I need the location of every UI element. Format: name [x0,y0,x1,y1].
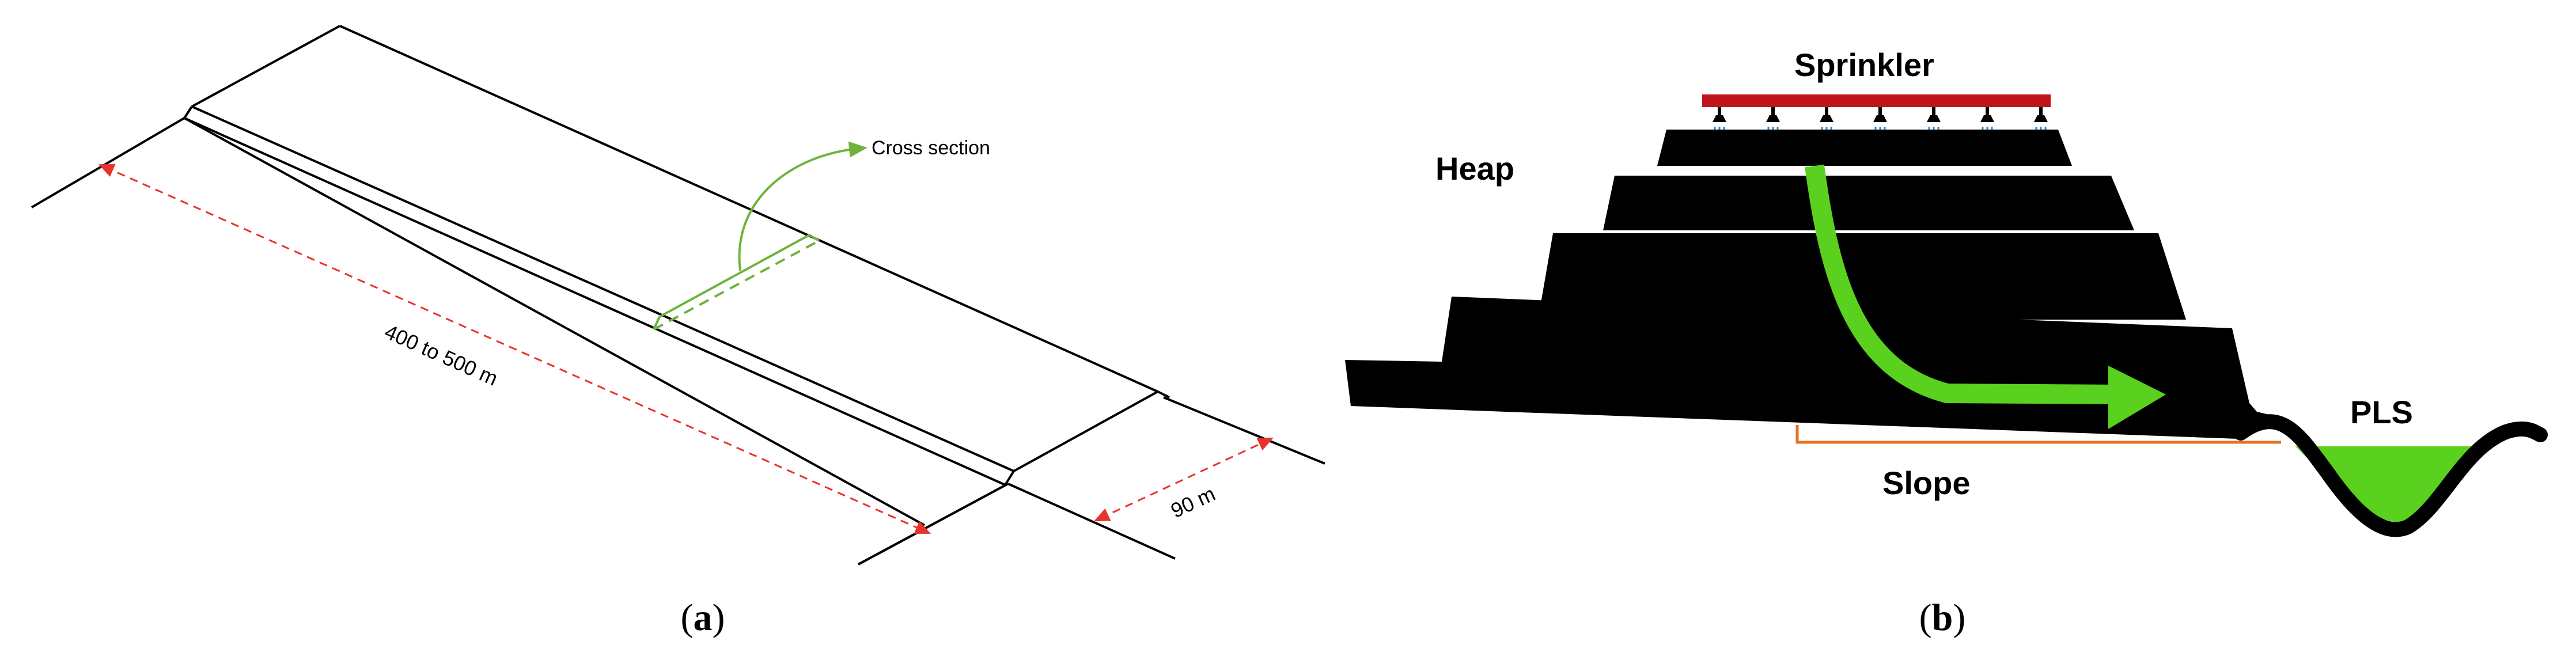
pad-front-slope-line [184,117,1006,486]
water-drip [1991,127,1993,131]
water-drip [1982,127,1984,131]
cross-section-label: Cross section [872,137,990,159]
heap-layer-top [1657,130,2072,166]
width-label: 90 m [1167,481,1219,522]
sprinkler-pipe [1702,94,2051,107]
water-drip [1772,127,1774,131]
pad-right-slope [1157,390,1170,399]
sprinkler-assembly [1702,94,2051,131]
slope-line [1795,425,2281,444]
sprinkler-nozzle [1820,107,1833,131]
pad-right-corner [1004,470,1015,486]
sprinkler-nozzle [1873,107,1887,131]
pls-pond-outline [2233,414,2548,537]
sprinkler-nozzle [1766,107,1780,131]
water-drip [1723,127,1725,131]
water-drip [1714,127,1716,131]
water-drip [1767,127,1770,131]
pad-top-front-edge [191,105,1014,472]
water-drip [1937,127,1939,131]
water-drip [2040,127,2042,131]
sprinkler-nozzles [1713,107,2048,131]
ground-line-right-end [1007,483,1176,560]
water-drip [1830,127,1832,131]
pad-left-slope [183,105,193,119]
sprinkler-nozzle [1713,107,1726,131]
water-drip [1933,127,1935,131]
flow-arrowhead [2108,366,2166,429]
water-drip [1879,127,1881,131]
water-drip [1874,127,1877,131]
pad-right-top-edge [1013,390,1158,472]
water-drip [2035,127,2037,131]
caption-a: (a) [680,597,725,639]
width-dimension-line [1094,437,1274,522]
sprinkler-nozzle [2034,107,2048,131]
slope-label: Slope [1882,465,1970,501]
water-drip [1718,127,1721,131]
caption-b: (b) [1919,597,1966,639]
sprinkler-nozzle [1980,107,1994,131]
cross-section-marker [653,141,867,331]
sprinkler-label: Sprinkler [1794,47,1934,83]
pad-left-top-edge [191,25,340,108]
pls-label: PLS [2350,394,2413,430]
heap-layer-2 [1603,176,2134,230]
ground-line-front [184,117,925,526]
length-dimension-line [99,164,931,534]
water-drip [1986,127,1988,131]
water-drip [1884,127,1886,131]
water-drip [1928,127,1930,131]
water-drip [1825,127,1828,131]
water-drip [2044,127,2047,131]
water-drip [1776,127,1779,131]
ground-line-bottom-left [858,483,1009,566]
flow-arrow-shaft [1805,164,2126,404]
water-drip [1821,127,1823,131]
panel-a-heap-pad [31,25,1325,566]
ground-line-left [31,117,185,208]
heap-layer-3 [1538,233,2186,320]
sprinkler-nozzle [1927,107,1941,131]
heap-label: Heap [1435,150,1514,187]
length-label: 400 to 500 m [381,320,502,390]
pad-top-back-edge [339,25,1158,393]
ground-line-far-end [1163,396,1325,465]
